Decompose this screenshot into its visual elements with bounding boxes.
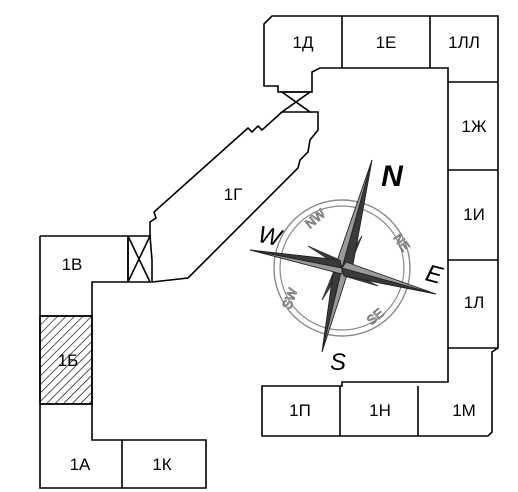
compass-rose: NW NE SE SW [249,159,446,376]
building-walls [39,15,499,489]
unit-label-1m: 1М [452,401,476,420]
unit-label-1a: 1А [70,455,91,474]
unit-label-1p: 1П [289,401,311,420]
compass-label-sw: SW [279,285,301,310]
unit-label-1v: 1В [62,255,83,274]
stair-west [126,235,152,283]
unit-label-1zh: 1Ж [461,117,486,136]
unit-label-1k: 1К [152,455,171,474]
compass-ring-outer [273,199,411,337]
unit-label-1e: 1Е [376,33,397,52]
compass-cardinal-points [249,159,437,353]
compass-label-e: E [423,260,446,290]
compass-label-nw: NW [302,205,329,231]
compass-label-n: N [381,160,404,193]
unit-label-1b: 1Б [58,351,79,370]
unit-label-1ll: 1ЛЛ [448,33,480,52]
compass-label-s: S [330,349,346,376]
corridor-1g-outline [149,111,319,283]
stair-north [279,91,313,113]
unit-label-1i: 1И [463,205,485,224]
compass-ring-inner [279,205,405,331]
unit-label-1n: 1Н [369,401,391,420]
unit-label-1l: 1Л [464,293,485,312]
unit-label-1g: 1Г [224,185,243,204]
main-block-outline [261,15,499,437]
unit-labels: 1Д 1Е 1ЛЛ 1Ж 1И 1Л 1М 1Н 1П 1Г 1В 1Б 1А … [58,33,487,474]
unit-label-1d: 1Д [293,33,314,52]
